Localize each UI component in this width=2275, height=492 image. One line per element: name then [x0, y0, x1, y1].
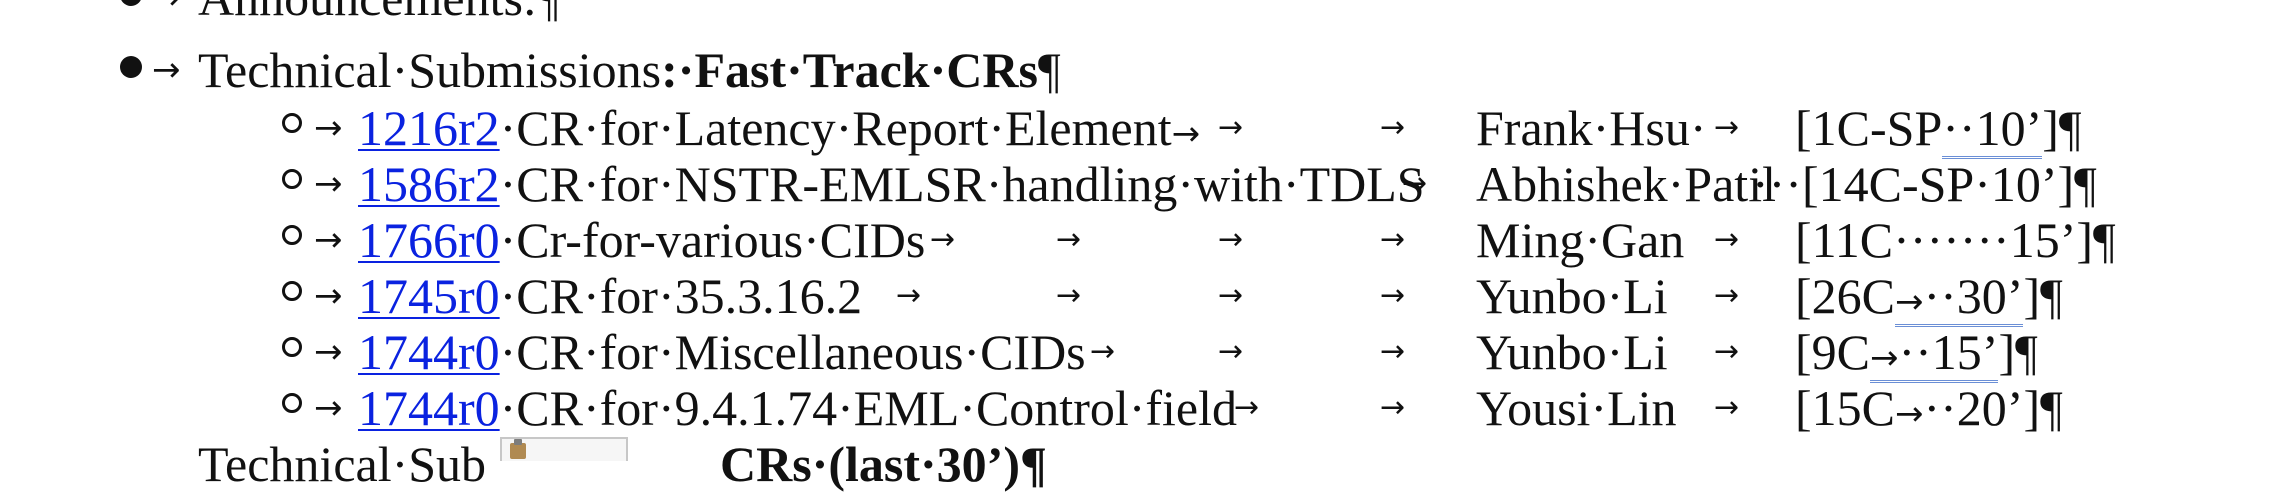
tab-arrow-icon: → [314, 332, 343, 372]
tab-arrow-icon: → [1714, 334, 1740, 369]
hollow-circle-bullet-icon [282, 225, 302, 245]
document-link[interactable]: 1744r0 [358, 380, 500, 436]
author-name: Yunbo·Li [1476, 324, 1668, 380]
tab-arrow-icon: → [314, 108, 343, 148]
section-heading-bold: :·Fast·Track·CRs [661, 42, 1038, 98]
time-slot: [26C [1795, 268, 1895, 324]
document-link[interactable]: 1216r2 [358, 100, 500, 156]
tab-arrow-icon: → [1714, 222, 1740, 257]
tab-arrow-icon: → [1895, 282, 1924, 322]
tab-arrow-icon: → [1218, 278, 1244, 313]
time-slot-duration: ··30’ [1923, 268, 2024, 324]
tab-arrow-icon: → [314, 276, 343, 316]
tab-arrow-icon: → [1234, 390, 1260, 425]
time-slot-end: ]¶ [2023, 268, 2063, 324]
author-name: Frank·Hsu· [1476, 100, 1707, 156]
tab-arrow-icon: → [314, 388, 343, 428]
author-name: Yousi·Lin [1476, 380, 1677, 436]
tab-arrow-icon: → [1402, 166, 1428, 201]
paste-options-button[interactable] [500, 437, 628, 461]
hollow-circle-bullet-icon [282, 393, 302, 413]
hollow-circle-bullet-icon [282, 337, 302, 357]
time-slot-duration: ··20’ [1923, 380, 2024, 436]
tab-arrow-icon: → [1171, 114, 1201, 154]
section-heading: Technical·Submissions [198, 42, 662, 98]
time-slot-duration: ··10’ [1942, 100, 2043, 159]
filled-circle-bullet-icon [120, 0, 142, 6]
author-name: Abhishek·Patil [1476, 156, 1776, 212]
author-name: Ming·Gan [1476, 212, 1685, 268]
tab-arrow-icon: → [1714, 110, 1740, 145]
tab-arrow-icon: → [314, 220, 343, 260]
item-title: ·CR·for·NSTR-EMLSR·handling·with·TDLS [499, 156, 1425, 212]
tab-arrow-icon: → [1870, 338, 1899, 378]
tab-arrow-icon: → [1380, 110, 1406, 145]
time-slot: [11C·······15’]¶ [1795, 212, 2116, 268]
tab-arrow-icon: → [1714, 390, 1740, 425]
announcements-label: Announcements: [198, 0, 537, 26]
document-link[interactable]: 1586r2 [358, 156, 500, 212]
author-name: Yunbo·Li [1476, 268, 1668, 324]
tab-arrow-icon: → [1218, 334, 1244, 369]
filled-circle-bullet-icon [120, 56, 142, 78]
tab-arrow-icon: → [896, 278, 922, 313]
item-title: ·CR·for·35.3.16.2 [499, 268, 863, 324]
item-title: ·CR·for·Miscellaneous·CIDs [499, 324, 1086, 380]
hollow-circle-bullet-icon [282, 281, 302, 301]
item-title: ·CR·for·9.4.1.74·EML·Control·field [499, 380, 1238, 436]
hollow-circle-bullet-icon [282, 113, 302, 133]
document-link[interactable]: 1745r0 [358, 268, 500, 324]
tab-arrow-icon: → [1380, 278, 1406, 313]
time-slot: [15C [1795, 380, 1895, 436]
tab-arrow-icon: → [1380, 222, 1406, 257]
document-page: → Announcements:¶ → Technical·Submission… [120, 0, 2116, 492]
tab-arrow-icon: → [1895, 394, 1924, 434]
tab-arrow-icon: → [152, 0, 181, 26]
paste-options-icon [510, 439, 526, 459]
document-link[interactable]: 1766r0 [358, 212, 500, 268]
time-slot: [9C [1795, 324, 1870, 380]
hollow-circle-bullet-icon [282, 169, 302, 189]
time-slot-duration: ··15’ [1898, 324, 1999, 380]
time-slot: [1C-SP [1795, 100, 1943, 156]
item-title: ·CR·for·Latency·Report·Element [499, 100, 1172, 156]
tab-arrow-icon: → [1218, 110, 1244, 145]
tab-arrow-icon: → [1380, 390, 1406, 425]
tab-arrow-icon: → [314, 164, 343, 204]
time-slot-end: ]¶ [2042, 100, 2082, 156]
pilcrow-mark: ¶ [1037, 42, 1061, 98]
time-slot-end: ]¶ [1998, 324, 2038, 380]
partial-line-bold-text: CRs·(last·30’)¶ [720, 436, 1047, 492]
tab-arrow-icon: → [1090, 334, 1116, 369]
tab-arrow-icon: → [1056, 222, 1082, 257]
item-title: ·Cr-for-various·CIDs [499, 212, 926, 268]
document-link[interactable]: 1744r0 [358, 324, 500, 380]
tab-arrow-icon: → [152, 50, 181, 90]
time-slot: ···[14C-SP·10’]¶ [1752, 156, 2097, 212]
pilcrow-mark: ¶ [537, 0, 560, 26]
tab-arrow-icon: → [1218, 222, 1244, 257]
tab-arrow-icon: → [1056, 278, 1082, 313]
time-slot-end: ]¶ [2023, 380, 2063, 436]
tab-arrow-icon: → [1714, 278, 1740, 313]
partial-line-text: Technical·Sub [198, 436, 487, 492]
tab-arrow-icon: → [930, 222, 956, 257]
tab-arrow-icon: → [1380, 334, 1406, 369]
